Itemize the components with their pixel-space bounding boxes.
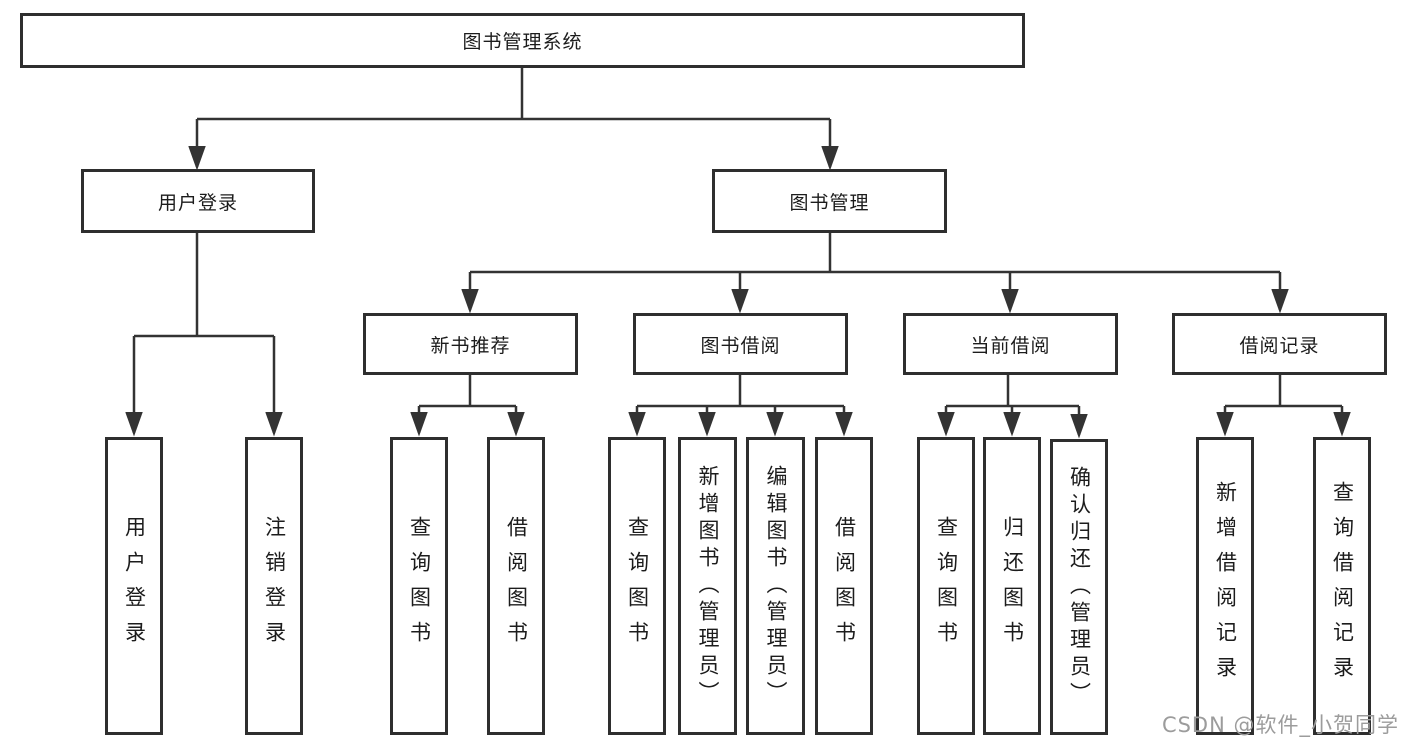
node-new-book-recommend: 新书推荐 [363, 313, 578, 375]
csdn-watermark: CSDN @软件_小贺同学 [1161, 713, 1399, 737]
leaf-return-books: 归还图书 [983, 437, 1041, 735]
leaf-add-borrow-record: 新增借阅记录 [1196, 437, 1254, 735]
leaf-query-books-recommend: 查询图书 [390, 437, 448, 735]
node-root-label: 图书管理系统 [462, 31, 583, 53]
leaf-return-books-label: 归还图书 [1000, 516, 1025, 656]
leaf-add-books-admin-label: 新增图书（管理员） [696, 464, 720, 708]
node-user-login: 用户登录 [81, 169, 315, 233]
leaf-borrow-books-recommend: 借阅图书 [487, 437, 545, 735]
node-root: 图书管理系统 [20, 13, 1025, 68]
leaf-confirm-return-admin-label: 确认归还（管理员） [1067, 465, 1092, 709]
node-borrow-records: 借阅记录 [1172, 313, 1387, 375]
leaf-query-books-current-label: 查询图书 [934, 516, 959, 656]
node-book-borrow-label: 图书借阅 [700, 334, 781, 357]
leaf-confirm-return-admin: 确认归还（管理员） [1050, 439, 1108, 735]
leaf-borrow-books-label: 借阅图书 [832, 516, 857, 656]
node-borrow-records-label: 借阅记录 [1239, 334, 1320, 357]
node-current-borrow-label: 当前借阅 [970, 334, 1051, 357]
leaf-borrow-books-recommend-label: 借阅图书 [504, 516, 529, 656]
leaf-edit-books-admin-label: 编辑图书（管理员） [764, 464, 788, 708]
leaf-user-login: 用户登录 [105, 437, 163, 735]
leaf-add-books-admin: 新增图书（管理员） [678, 437, 737, 735]
leaf-query-borrow-record: 查询借阅记录 [1313, 437, 1371, 735]
node-new-book-recommend-label: 新书推荐 [430, 334, 511, 357]
leaf-query-books-current: 查询图书 [917, 437, 975, 735]
node-user-login-label: 用户登录 [157, 191, 238, 214]
leaf-query-borrow-record-label: 查询借阅记录 [1330, 481, 1355, 691]
leaf-query-books-recommend-label: 查询图书 [407, 516, 432, 656]
node-current-borrow: 当前借阅 [903, 313, 1118, 375]
node-book-management: 图书管理 [712, 169, 947, 233]
leaf-add-borrow-record-label: 新增借阅记录 [1213, 481, 1238, 691]
leaf-edit-books-admin: 编辑图书（管理员） [746, 437, 805, 735]
node-book-management-label: 图书管理 [789, 191, 870, 214]
leaf-logout: 注销登录 [245, 437, 303, 735]
node-book-borrow: 图书借阅 [633, 313, 848, 375]
leaf-query-books-borrow: 查询图书 [608, 437, 666, 735]
leaf-user-login-label: 用户登录 [122, 516, 147, 656]
leaf-query-books-borrow-label: 查询图书 [625, 516, 650, 656]
leaf-logout-label: 注销登录 [262, 516, 287, 656]
leaf-borrow-books: 借阅图书 [815, 437, 873, 735]
